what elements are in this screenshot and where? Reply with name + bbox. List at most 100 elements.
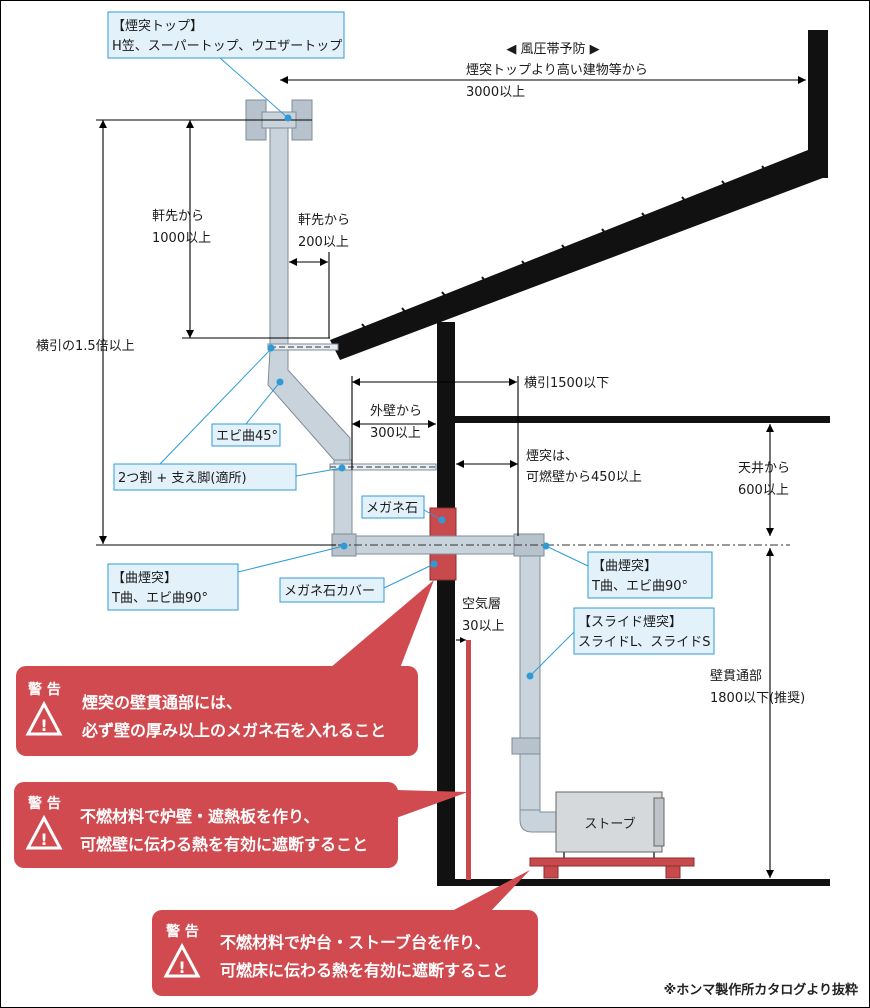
bend-types-right: T曲、エビ曲90° xyxy=(591,579,688,594)
slide-label-box xyxy=(573,607,715,655)
stove-body xyxy=(555,791,663,853)
ceiling-line1: 天井から xyxy=(738,461,790,476)
dim-1-5x-arrow-bottom xyxy=(99,536,107,544)
stove-door xyxy=(653,797,665,847)
bend-types-left: T曲、エビ曲90° xyxy=(111,591,208,606)
roof xyxy=(330,150,828,360)
ebi45-label: エビ曲45° xyxy=(216,429,278,444)
megane-cover-leader xyxy=(383,563,435,589)
warning-1: 警 告 ! 煙突の壁貫通部には、 必ず壁の厚み以上のメガネ石を入れること xyxy=(16,580,434,756)
bend-label-box-right xyxy=(587,551,713,599)
dim-200-arrow-left xyxy=(289,258,297,266)
stove-elbow xyxy=(519,809,557,833)
bend-label-box-left xyxy=(107,563,239,611)
warning-1-line1: 煙突の壁貫通部には、 xyxy=(82,693,242,712)
megane-leader-dot xyxy=(438,516,446,524)
warning-3-pointer xyxy=(450,870,530,912)
warning-3-heading: 警 告 xyxy=(166,923,199,940)
dim-600-arrow-top xyxy=(766,424,774,432)
warning-2-heading: 警 告 xyxy=(28,795,61,812)
building xyxy=(330,30,830,886)
split-support-label-box xyxy=(113,463,297,491)
megane-label-box xyxy=(361,495,425,519)
outer-wall-line2: 300以上 xyxy=(370,426,421,441)
outer-wall-line1: 外壁から xyxy=(370,404,422,419)
warning-3: 警 告 ! 不燃材料で炉台・ストーブ台を作り、 可燃床に伝わる熱を有効に遮断する… xyxy=(152,870,538,996)
megane-cover-label-box xyxy=(279,577,385,603)
floor xyxy=(455,879,830,886)
chimney-top-title: 【煙突トップ】 xyxy=(112,18,203,34)
warning-1-icon xyxy=(25,700,63,736)
dim-1800-arrow-top xyxy=(766,548,774,556)
warning-1-heading: 警 告 xyxy=(28,681,61,698)
roof-shingles xyxy=(361,165,771,335)
warning-3-icon xyxy=(163,942,201,978)
air-gap-line2: 30以上 xyxy=(462,619,505,634)
wall-pass-line2: 1800以下(推奨) xyxy=(710,691,805,706)
eaves-200-line2: 200以上 xyxy=(298,235,349,250)
bend-leader-dot-right xyxy=(542,542,550,550)
warning-1-line2: 必ず壁の厚み以上のメガネ石を入れること xyxy=(81,721,386,740)
megane-cover-leader-dot xyxy=(430,560,438,568)
wall-pass-line1: 壁貫通部 xyxy=(710,669,762,684)
stove-stand-leg-left xyxy=(543,865,559,879)
adjacent-building-wall xyxy=(808,30,828,178)
dim-3000-arrow-left xyxy=(280,76,288,84)
bend-leader-right xyxy=(545,545,589,567)
dim-450-arrow-right xyxy=(510,460,518,468)
bend-leader-left xyxy=(237,545,345,573)
split-support-leader-lower xyxy=(295,467,343,477)
split-support-dot-upper xyxy=(267,344,275,352)
warning-2-icon-mark: ! xyxy=(40,830,47,849)
warning-2-pointer xyxy=(396,790,468,818)
component-labels: 【煙突トップ】 H笠、スーパートップ、ウエザートップ エビ曲45° 2つ割 + … xyxy=(107,11,715,680)
warning-2: 警 告 ! 不燃材料で炉壁・遮熱板を作り、 可燃壁に伝わる熱を有効に遮断すること xyxy=(14,782,468,868)
ceiling xyxy=(455,416,830,423)
split-support-label: 2つ割 + 支え脚(適所) xyxy=(118,470,247,486)
ebi45-leader xyxy=(245,381,281,425)
stove-label: ストーブ xyxy=(584,816,635,832)
chimney xyxy=(245,99,790,833)
dimension-text: ◀ 風圧帯予防 ▶ 煙突トップより高い建物等から 3000以上 軒先から 100… xyxy=(36,41,805,706)
horiz-1-5x-label: 横引の1.5倍以上 xyxy=(36,339,135,354)
eaves-1000-line2: 1000以上 xyxy=(152,231,211,246)
outer-wall xyxy=(437,322,455,886)
bend-title-left: 【曲煙突】 xyxy=(112,570,177,586)
eaves-1000-line1: 軒先から xyxy=(152,209,204,224)
warning-3-line2: 可燃床に伝わる熱を有効に遮断すること xyxy=(220,961,508,980)
dim-1000-arrow-bottom xyxy=(186,330,194,338)
air-gap-line1: 空気層 xyxy=(462,596,501,612)
dim-1500-arrow-right xyxy=(509,378,517,386)
combustible-line1: 煙突は、 xyxy=(526,448,578,464)
dim-1800-arrow-bottom xyxy=(766,870,774,878)
heat-shield-board xyxy=(466,640,471,880)
dim-200-arrow-right xyxy=(320,258,328,266)
wind-line2: 3000以上 xyxy=(466,85,525,100)
slide-leader-dot xyxy=(526,672,534,680)
stove: ストーブ xyxy=(529,791,695,879)
source-note: ※ホンマ製作所カタログより抜粋 xyxy=(664,982,858,998)
vertical-pipe-lower xyxy=(333,459,353,541)
dim-1500-arrow-left xyxy=(352,378,360,386)
slide-leader xyxy=(529,631,575,677)
dimension-lines xyxy=(96,76,806,878)
stove-stand-leg-right xyxy=(665,865,681,879)
warning-3-line1: 不燃材料で炉台・ストーブ台を作り、 xyxy=(220,933,490,952)
chimney-top-label-box xyxy=(107,11,345,59)
chimney-top-leader xyxy=(219,57,289,119)
warning-2-line2: 可燃壁に伝わる熱を有効に遮断すること xyxy=(80,835,368,854)
wind-zone-label: ◀ 風圧帯予防 ▶ xyxy=(506,41,599,57)
ebi45-leader-dot xyxy=(276,378,284,386)
warning-3-box xyxy=(152,910,538,996)
combustible-line2: 可燃壁から450以上 xyxy=(526,469,642,485)
chimney-top-leader-dot xyxy=(284,114,292,122)
dim-30-arrow xyxy=(460,637,466,643)
split-support-dot-lower xyxy=(338,464,346,472)
dim-300-arrow-left xyxy=(352,420,360,428)
warning-3-icon-mark: ! xyxy=(178,958,185,977)
wind-line1: 煙突トップより高い建物等から xyxy=(466,62,648,78)
megane-label: メガネ石 xyxy=(366,501,418,516)
damper xyxy=(511,737,541,755)
warning-2-line1: 不燃材料で炉壁・遮熱板を作り、 xyxy=(80,807,319,826)
